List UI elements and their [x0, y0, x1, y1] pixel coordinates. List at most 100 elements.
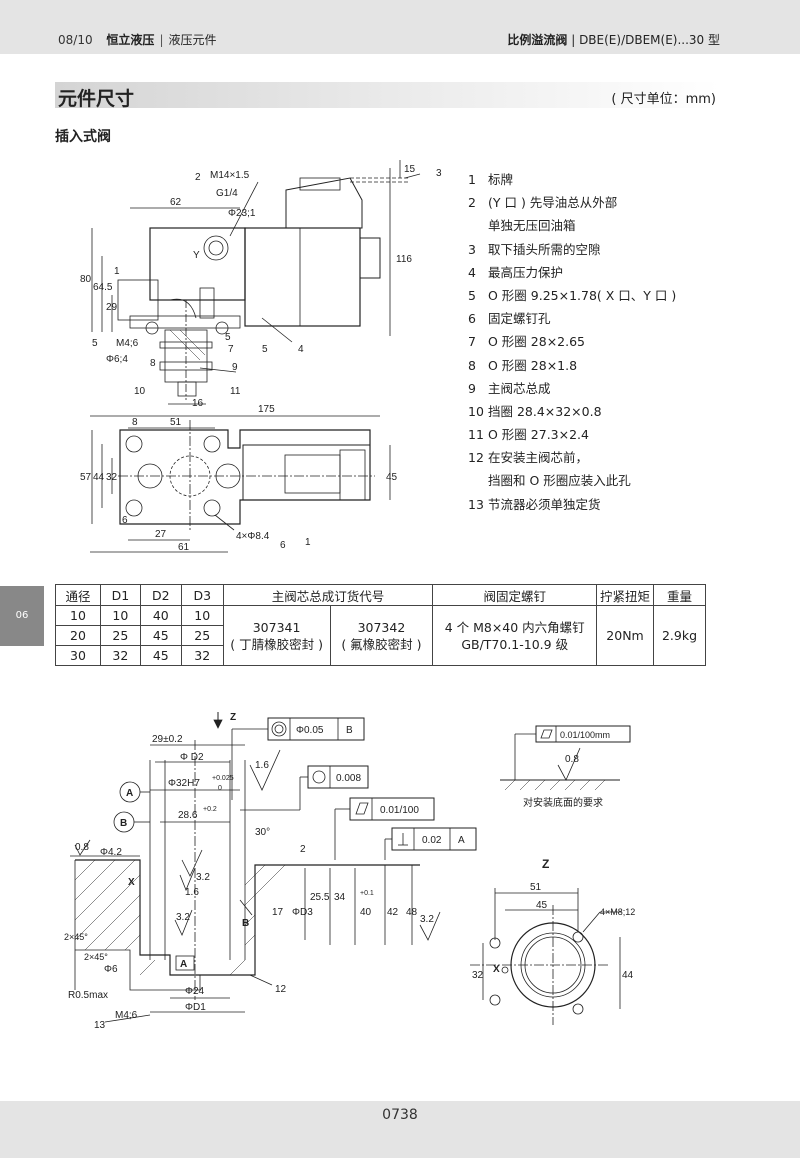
datum-label: A — [180, 959, 187, 970]
datum-ref: B — [346, 725, 353, 736]
callout-number: 4 — [298, 344, 304, 355]
roughness-value: 1.6 — [255, 760, 269, 771]
drawing1-labels: M14×1.5 G1/4 62 Φ23;1 Y 15 116 80 64.5 2… — [80, 164, 442, 553]
dim-label: 4×M8;12 — [600, 907, 635, 917]
dim-label: Φ6;4 — [106, 354, 128, 365]
dim-label: 0 — [218, 785, 222, 792]
product-name: 比例溢流阀 — [507, 33, 568, 47]
list-item: 8 O 形圈 28×1.8 — [468, 358, 768, 381]
order-code-nbr-cell: 307341 ( 丁腈橡胶密封 ) — [222, 605, 331, 666]
callout-number: 9 — [232, 362, 238, 373]
product-model: DBE(E)/DBEM(E)...30 型 — [579, 33, 720, 47]
dim-label: Φ32H7 — [168, 778, 200, 789]
item-text: 在安装主阀芯前， — [488, 450, 589, 466]
roughness-value: 3.2 — [420, 914, 434, 925]
valve-side-view — [91, 160, 421, 405]
dim-label: 25.5 — [310, 892, 330, 903]
tolerance-value: Φ0.05 — [296, 725, 324, 736]
category-name: 液压元件 — [168, 33, 217, 47]
cavity-section — [70, 712, 477, 1023]
table-row: 30 32 45 32 — [55, 645, 706, 666]
dim-label: 32 — [472, 970, 484, 981]
item-text: (Y 口 ) 先导油总从外部 — [488, 195, 618, 211]
view-label: Z — [542, 857, 549, 871]
callout-number: 11 — [230, 386, 241, 397]
callout-number: 8 — [150, 358, 156, 369]
drawing4-labels: Z 51 45 4×M8;12 X 32 44 — [472, 857, 635, 981]
subsection-title: 插入式阀 — [55, 129, 111, 145]
roughness-value: 3.2 — [176, 912, 190, 923]
dim-label: 64.5 — [93, 282, 113, 293]
item-text: 挡圈和 O 形圈应装入此孔 — [488, 473, 631, 489]
item-text: 最高压力保护 — [488, 264, 564, 280]
table-cell: 32 — [180, 645, 224, 666]
table-cell: 45 — [139, 625, 182, 646]
roughness-value: 3.2 — [196, 872, 210, 883]
dim-label: M4;6 — [115, 1010, 138, 1021]
datum-label: A — [126, 788, 133, 799]
datum-label: B — [120, 818, 127, 829]
brand-name: 恒立液压 — [106, 33, 155, 47]
item-number: 5 — [468, 287, 476, 303]
list-item: 7 O 形圈 28×2.65 — [468, 334, 768, 357]
drawing2-labels: Z Φ0.05 B 29±0.2 Φ D2 Φ32H7 +0.025 0 28.… — [64, 712, 465, 1031]
caption: 对安装底面的要求 — [523, 796, 603, 809]
view-label: Z — [230, 712, 236, 723]
callout-number: 7 — [228, 344, 234, 355]
dim-label: 45 — [536, 900, 548, 911]
list-item: 9 主阀芯总成 — [468, 381, 768, 404]
list-item: 挡圈和 O 形圈应装入此孔 — [468, 473, 768, 496]
column-header: 主阀芯总成订货代号 — [222, 584, 434, 606]
table-header-row: 通径 D1 D2 D3 主阀芯总成订货代号 阀固定螺钉 拧紧扭矩 重量 — [55, 584, 707, 606]
divider: | — [159, 33, 164, 47]
item-text: O 形圈 9.25×1.78( X 口、Y 口 ) — [488, 287, 677, 303]
chamfer-label: 2×45° — [64, 932, 88, 942]
seal-type: ( 氟橡胶密封 ) — [341, 636, 422, 652]
item-text: 主阀芯总成 — [488, 380, 551, 396]
callout-number: 5 — [92, 338, 98, 349]
item-number: 7 — [468, 334, 476, 350]
angle-label: 30° — [255, 827, 270, 838]
callout-number: 1 — [305, 537, 311, 548]
callout-number: 2 — [195, 172, 201, 183]
column-header: 拧紧扭矩 — [596, 584, 654, 606]
chapter-tab: 06 — [0, 586, 44, 646]
item-text: 节流器必须单独定货 — [488, 496, 601, 512]
roughness-value: 1.6 — [185, 887, 199, 898]
header-bar — [0, 0, 800, 54]
table-cell: 32 — [99, 645, 141, 666]
item-text: O 形圈 28×1.8 — [488, 357, 578, 373]
item-number: 9 — [468, 380, 476, 396]
header-right: 比例溢流阀 | DBE(E)/DBEM(E)...30 型 — [507, 31, 720, 48]
item-number: 13 — [468, 496, 484, 512]
tolerance-value: 0.01/100 — [380, 805, 419, 816]
item-number: 8 — [468, 357, 476, 373]
callout-number: 12 — [275, 984, 287, 995]
dim-label: 80 — [80, 274, 92, 285]
port-label: Y — [193, 250, 200, 261]
datum-ref: A — [458, 835, 465, 846]
dim-label: 15 — [404, 164, 416, 175]
item-number: 3 — [468, 241, 476, 257]
dim-label: 57 — [80, 472, 92, 483]
dim-label: +0.025 — [212, 775, 234, 782]
dim-label: Φ23;1 — [228, 208, 256, 219]
dim-label: 8 — [132, 417, 138, 428]
callout-number: 13 — [94, 1020, 106, 1031]
section-unit: ( 尺寸单位：mm) — [611, 92, 716, 107]
item-text: O 形圈 28×2.65 — [488, 334, 585, 350]
dim-label: M14×1.5 — [210, 170, 250, 181]
item-number: 10 — [468, 403, 484, 419]
order-code: 307341 — [252, 619, 301, 635]
dim-label: Φ D2 — [180, 752, 204, 763]
port-label: X — [128, 877, 135, 888]
item-text: O 形圈 27.3×2.4 — [488, 427, 589, 443]
footer-bar — [0, 1101, 800, 1158]
order-code-fkm-cell: 307342 ( 氟橡胶密封 ) — [329, 605, 434, 666]
